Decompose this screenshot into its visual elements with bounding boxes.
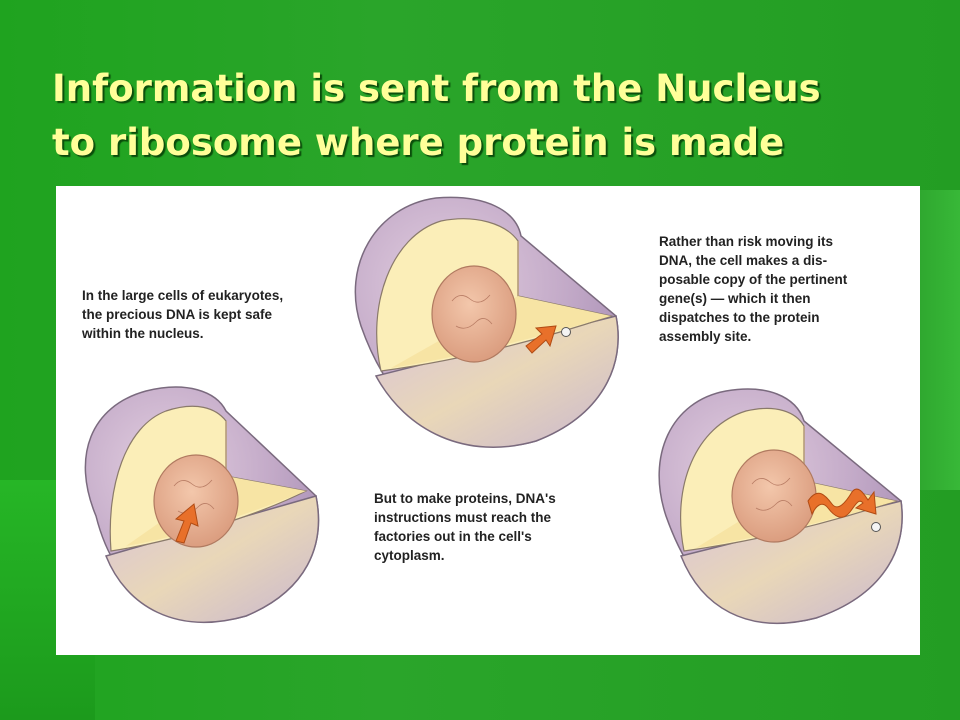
caption-line: dispatches to the protein	[659, 310, 820, 325]
arrow-icon-3	[807, 488, 877, 518]
ribosome-icon-2	[871, 522, 881, 532]
cell-diagram-figure: In the large cells of eukaryotes, the pr…	[56, 186, 920, 655]
caption-line: cytoplasm.	[374, 548, 445, 563]
cell-diagram-svg	[84, 196, 903, 624]
slide-title: Information is sent from the Nucleus to …	[52, 62, 932, 170]
arrow-icon-1	[174, 503, 199, 544]
title-line-1: Information is sent from the Nucleus	[52, 67, 821, 110]
nucleus-icon-3	[731, 449, 817, 543]
caption-kept-safe: In the large cells of eukaryotes, the pr…	[82, 286, 283, 343]
caption-line: gene(s) — which it then	[659, 291, 811, 306]
nucleus-icon-1	[153, 454, 239, 548]
cell-cutaway-icon-1	[84, 386, 320, 624]
caption-line: factories out in the cell's	[374, 529, 532, 544]
caption-line: Rather than risk moving its	[659, 234, 834, 249]
caption-line: instructions must reach the	[374, 510, 552, 525]
caption-line: assembly site.	[659, 329, 752, 344]
caption-line: But to make proteins, DNA's	[374, 491, 556, 506]
ribosome-icon-1	[561, 327, 571, 337]
nucleus-icon-2	[431, 265, 517, 363]
title-line-2: to ribosome where protein is made	[52, 121, 785, 164]
cell-cutaway-icon-3	[658, 388, 903, 624]
caption-disposable-copy: Rather than risk moving its DNA, the cel…	[659, 232, 847, 346]
caption-line: posable copy of the pertinent	[659, 272, 848, 287]
caption-line: the precious DNA is kept safe	[82, 307, 273, 322]
arrow-icon-2	[525, 325, 557, 354]
background-strip-right	[920, 190, 960, 490]
caption-line: DNA, the cell makes a dis-	[659, 253, 828, 268]
caption-line: In the large cells of eukaryotes,	[82, 288, 284, 303]
caption-line: within the nucleus.	[82, 326, 204, 341]
cell-cutaway-icon-2	[354, 196, 619, 448]
caption-make-proteins: But to make proteins, DNA's instructions…	[374, 489, 556, 565]
